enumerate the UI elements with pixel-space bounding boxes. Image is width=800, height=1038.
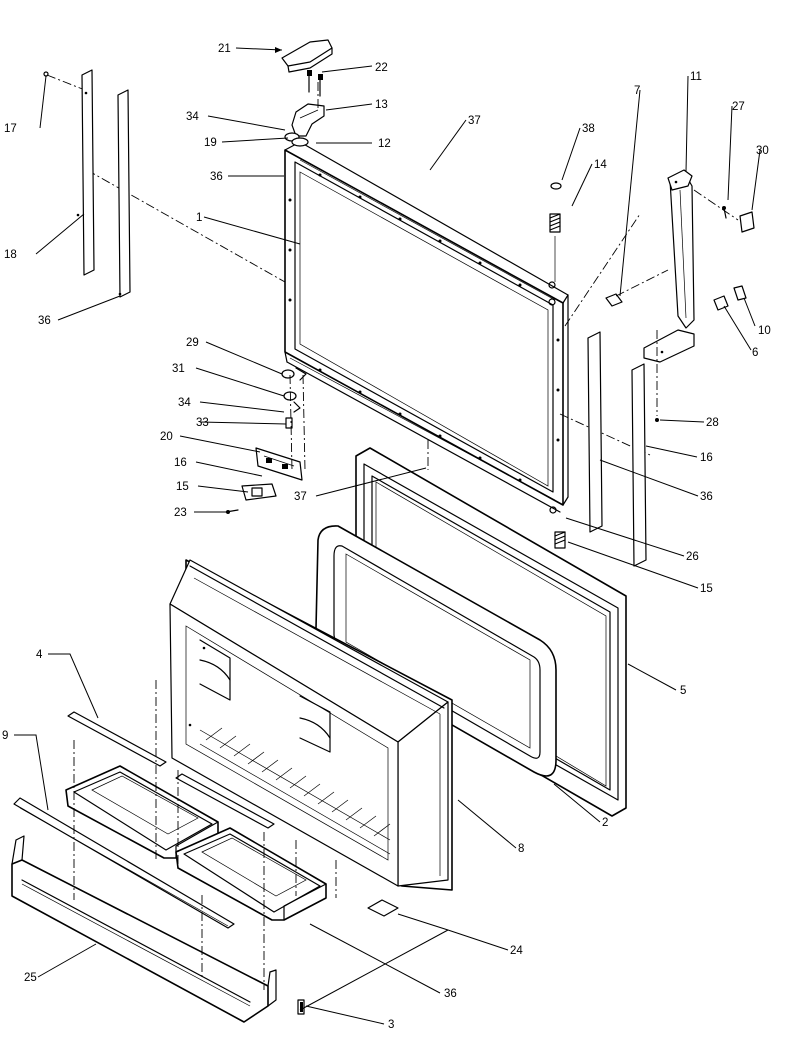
top-hinge: [291, 103, 325, 137]
bracket-cap: [739, 211, 755, 233]
callout-6: 6: [752, 347, 758, 359]
callout-2: 2: [602, 817, 608, 829]
callout-36-top: 36: [210, 171, 223, 183]
top-hinge-cover: [281, 39, 333, 73]
lower-basket: [175, 827, 327, 921]
callout-33: 31: [172, 363, 185, 375]
hinge-bushing: [284, 132, 309, 147]
callout-9: 9: [2, 730, 8, 742]
basket-rail-lower: [175, 773, 275, 829]
callout-17: 17: [4, 123, 17, 135]
callout-19: 16: [174, 457, 187, 469]
callout-8: 8: [518, 843, 524, 855]
callout-34-bottom: 33: [196, 417, 209, 429]
callout-31: 29: [186, 337, 199, 349]
callout-32: 30: [756, 145, 769, 157]
callout-10: 10: [758, 325, 771, 337]
callout-14: 12: [378, 138, 391, 150]
freezer-drawer-frame: [169, 559, 453, 891]
door-stop-bracket: [643, 169, 695, 363]
callout-1: 1: [196, 212, 202, 224]
callout-23: 20: [160, 431, 173, 443]
hinge-spring-top: [549, 182, 562, 282]
crisper-rail: [13, 797, 235, 929]
callout-24: 21: [218, 43, 231, 55]
callout-28: 26: [686, 551, 699, 563]
left-gasket-strip: [117, 89, 131, 298]
callout-3: 3: [388, 1019, 394, 1031]
callout-18: 16: [700, 452, 713, 464]
callout-21: 18: [4, 249, 17, 261]
callout-22: 19: [204, 137, 217, 149]
callout-38: 38: [582, 123, 595, 135]
callout-26: 23: [174, 507, 187, 519]
bracket-clip: [713, 285, 747, 311]
callout-16-top: 14: [594, 159, 607, 171]
callout-4: 4: [36, 649, 43, 661]
callout-13: 11: [690, 71, 702, 83]
callout-30: 28: [706, 417, 719, 429]
callout-labels: 21 22 13 34 19 12 36 1 37 38 14 7 11 27 …: [2, 43, 771, 1031]
slide-bracket: [367, 899, 399, 917]
bracket-screw: [722, 206, 727, 219]
callout-5: 5: [680, 685, 686, 697]
callout-20: 15: [176, 481, 189, 493]
right-gasket-strip: [587, 331, 603, 533]
callout-37-bottom: 37: [294, 491, 307, 503]
callout-15: 13: [375, 99, 388, 111]
callout-35: 34: [178, 397, 191, 409]
callout-36-right: 36: [700, 491, 713, 503]
callout-37-top: 37: [468, 115, 481, 127]
leader-lines: [14, 47, 761, 1025]
callout-29: 27: [732, 101, 745, 113]
drawer-clip: [297, 999, 305, 1015]
callout-34-top: 34: [186, 111, 199, 123]
door-stop-pin: [605, 293, 623, 307]
callout-7: 7: [634, 85, 640, 97]
callout-36-left: 36: [38, 315, 51, 327]
callout-27: 24: [510, 945, 523, 957]
top-hinge-screws: [307, 70, 323, 97]
hinge-spring-bottom: [554, 531, 566, 549]
callout-25: 22: [375, 62, 388, 74]
callout-16-bottom: 15: [700, 583, 713, 595]
left-trim-strip: [81, 69, 95, 276]
right-trim-strip: [631, 363, 647, 567]
door-panel: [284, 141, 569, 514]
drawer-front-panel: [11, 835, 277, 1023]
basket-rail-upper: [67, 711, 167, 767]
callout-11: 36: [444, 988, 457, 1000]
callout-12: 25: [24, 972, 37, 984]
